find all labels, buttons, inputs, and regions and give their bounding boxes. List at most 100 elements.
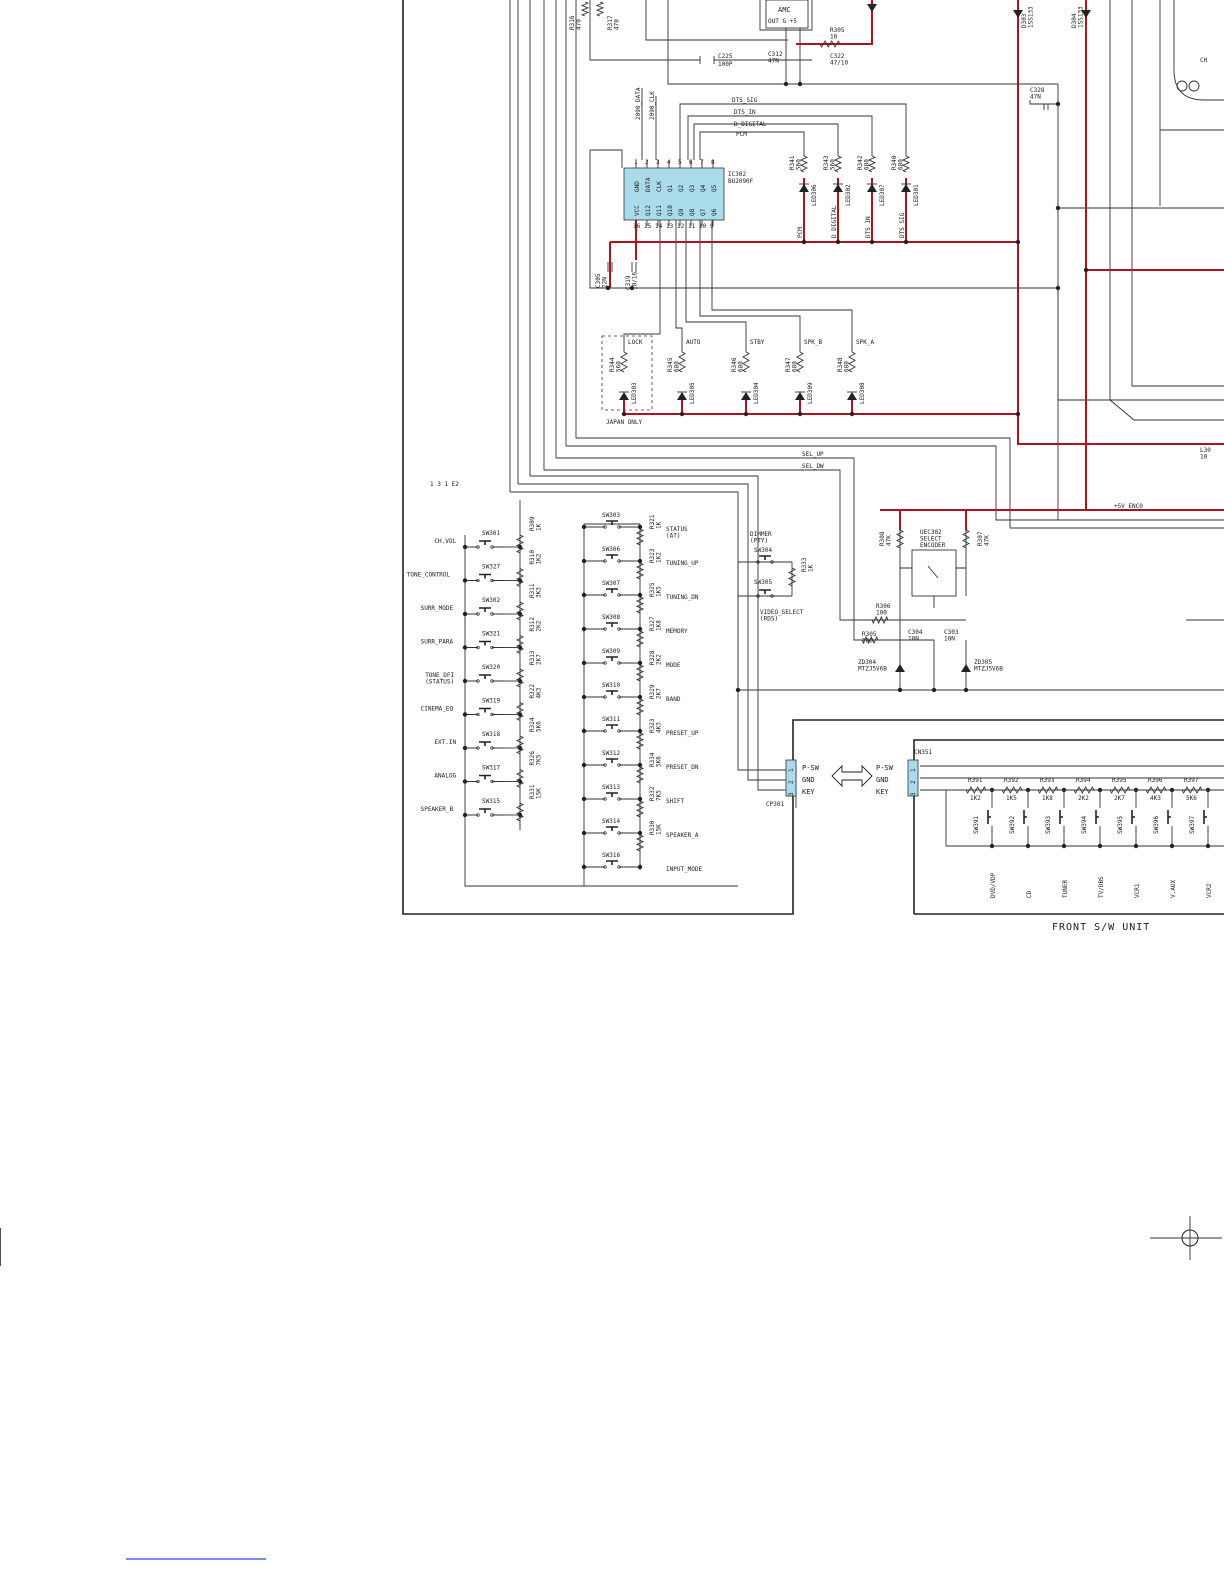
- connector-pin-label: P-SW: [876, 764, 894, 772]
- junction-dot: [637, 694, 643, 700]
- sw-left-label: SURR_MODE: [421, 605, 454, 612]
- connector-pin-num: 3: [910, 792, 917, 796]
- connector-pin-label: P-SW: [802, 764, 820, 772]
- ic302-pin-num-bottom: 9: [710, 223, 714, 230]
- switch-contact: [617, 865, 621, 869]
- led-top-net: D_DIGITAL: [831, 205, 838, 238]
- ic302-pin-num-bottom: 16: [633, 223, 641, 230]
- ic302-pin-top: Q4: [700, 184, 707, 192]
- led-icon: [847, 392, 857, 400]
- resistor-symbol: [515, 635, 525, 654]
- led-icon: [619, 392, 629, 400]
- bus-pcm: PCM: [736, 131, 747, 138]
- switch-contact: [603, 831, 607, 835]
- sw-right-resistor: R33015K: [649, 820, 663, 835]
- junction-dot: [629, 285, 635, 291]
- junction-dot: [581, 524, 587, 530]
- ic302-pin-top: DATA: [645, 177, 652, 192]
- led-icon: [833, 184, 843, 192]
- led-mid-ref: LED309: [807, 382, 814, 404]
- sw-right-resistor: R3271K8: [649, 616, 663, 631]
- junction-dot: [903, 239, 909, 245]
- resistor-symbol: [635, 698, 645, 716]
- switch-button: [479, 540, 491, 545]
- resistor-symbol: [515, 601, 525, 621]
- front-switch-label: CD: [1026, 890, 1033, 898]
- switch-contact: [603, 559, 607, 563]
- led-icon: [867, 184, 877, 192]
- junction-dot: [637, 558, 643, 564]
- ic302-pin-bottom: Q6: [711, 208, 718, 216]
- switch-contact: [617, 797, 621, 801]
- junction-dot: [931, 687, 937, 693]
- net-sel-dw: SEL_DW: [802, 463, 824, 470]
- resistor-symbol: [515, 568, 525, 587]
- resistor-symbol: [635, 596, 645, 614]
- junction-dot: [797, 81, 803, 87]
- front-resistor-value: 1K2: [970, 795, 981, 802]
- sw-left-ref: SW319: [482, 698, 500, 705]
- front-resistor-ref: R392: [1004, 777, 1019, 784]
- resistor-symbol: [1109, 786, 1131, 794]
- switch-contact: [617, 525, 621, 529]
- junction-dot: [835, 239, 841, 245]
- resistor-symbol: [515, 735, 525, 755]
- sw-right-resistor: R3231K2: [649, 548, 663, 563]
- sw-left-ref: SW320: [482, 664, 500, 671]
- r307-label: R30747K: [977, 531, 991, 546]
- sw-left-label: SURR_PARA: [421, 639, 454, 646]
- front-switch-button: [1023, 810, 1027, 824]
- junction-dot: [1055, 205, 1061, 211]
- switch-contact: [617, 695, 621, 699]
- sw-right-label: PRESET_DN: [666, 764, 699, 771]
- resistor-symbol: [620, 351, 628, 373]
- resistor-symbol: [515, 534, 525, 554]
- junction-dot: [637, 592, 643, 598]
- switch-button: [606, 656, 618, 661]
- power-rails: [609, 0, 1224, 530]
- led-top-net: DTS_IN: [865, 216, 872, 238]
- ic302-pin-top: Q5: [711, 184, 718, 192]
- junction-dot: [462, 611, 468, 617]
- r317-label: R317470: [607, 15, 621, 30]
- led-mid-label: AUTO: [686, 339, 701, 346]
- junction-dot: [637, 830, 643, 836]
- sw-right-ref: SW310: [602, 682, 620, 689]
- ic302-chip: [623, 167, 725, 221]
- sw-right-resistor: R3251K5: [649, 582, 663, 597]
- junction-dot: [963, 687, 969, 693]
- junction-dot: [462, 812, 468, 818]
- capacitor-symbol: [1043, 104, 1049, 110]
- connector-pin-label: GND: [876, 776, 889, 784]
- connector-body: [785, 759, 797, 797]
- bus-2090-clk: 2090_CLK: [649, 91, 656, 120]
- junction-dot: [637, 796, 643, 802]
- front-resistor-value: 2K7: [1114, 795, 1125, 802]
- sw-right-resistor: R3292K7: [649, 684, 663, 699]
- led-top-resistor: R342680: [857, 155, 871, 170]
- resistor-symbol: [871, 615, 889, 625]
- front-switch-ref: SW393: [1045, 816, 1052, 834]
- sw-left-ref: SW317: [482, 765, 500, 772]
- junction-dot: [679, 411, 685, 417]
- ic302-pin-top: GND: [634, 181, 641, 192]
- junction-dot: [637, 660, 643, 666]
- c225-label: C225: [718, 53, 733, 60]
- switch-button: [606, 690, 618, 695]
- sw-left-ref: SW302: [482, 597, 500, 604]
- resistor-symbol: [515, 769, 525, 788]
- connector-ref: CP301: [766, 801, 784, 808]
- switch-button: [606, 792, 618, 797]
- front-resistor-value: 5K6: [1186, 795, 1197, 802]
- junction-dot: [801, 239, 807, 245]
- switch-button: [606, 520, 618, 525]
- resistor-symbol: [799, 155, 809, 173]
- resistor-symbol: [961, 529, 971, 549]
- bus-dts-in: DTS_IN: [734, 109, 756, 116]
- switch-button: [606, 554, 618, 559]
- switch-contact: [490, 545, 494, 549]
- bus-dts-sig: DTS_SIG: [732, 97, 758, 104]
